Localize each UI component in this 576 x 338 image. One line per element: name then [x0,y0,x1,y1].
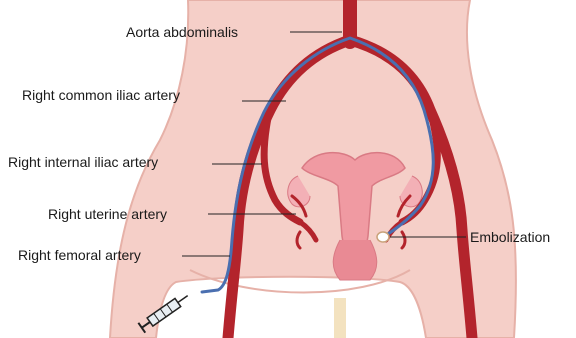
embolus-marker [377,232,389,242]
label-right-uterine: Right uterine artery [48,206,167,222]
vaginal-canal [334,298,346,338]
label-right-common-iliac: Right common iliac artery [22,87,180,103]
label-embolization: Embolization [470,229,550,245]
label-aorta: Aorta abdominalis [126,24,238,40]
label-right-internal-iliac: Right internal iliac artery [8,154,158,170]
label-right-femoral: Right femoral artery [18,247,141,263]
